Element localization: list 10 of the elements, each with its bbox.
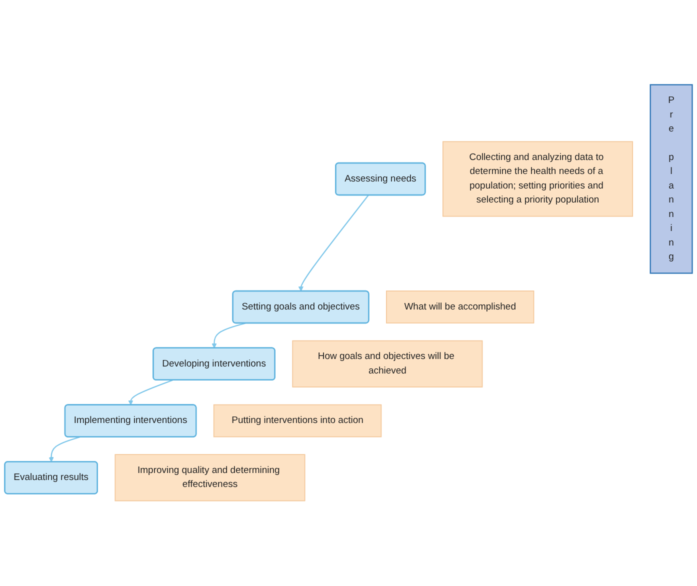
node-box: Pre planning: [650, 84, 693, 274]
node-box: How goals and objectives will be achieved: [292, 340, 483, 388]
node-box: Collecting and analyzing data to determine the health needs of a population; setting priorities and selecting a priority population: [442, 141, 634, 217]
arrow: [128, 380, 173, 406]
node-box: What will be accomplished: [386, 290, 534, 324]
node-box: Putting interventions into action: [213, 404, 382, 438]
arrow: [48, 436, 80, 462]
arrow: [298, 195, 369, 292]
arrow: [212, 322, 246, 349]
node-box: Improving quality and determining effectiveness: [114, 454, 306, 502]
